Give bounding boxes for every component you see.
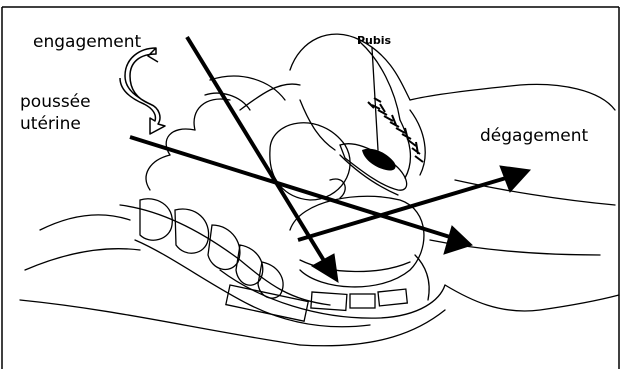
uterine-push-label-line1: poussée: [20, 92, 91, 113]
uterine-push-label-line2: utérine: [20, 114, 81, 135]
pelvis-outline: [20, 34, 619, 346]
uterine-push-arrow: [130, 137, 472, 254]
pubic-symphysis: [362, 149, 396, 171]
disengagement-arrow: [298, 166, 530, 240]
engagement-label: engagement: [33, 32, 141, 53]
pubis-label: Pubis: [357, 34, 391, 47]
disengagement-label: dégagement: [480, 126, 588, 147]
rotation-arrow-icon: [120, 48, 165, 134]
